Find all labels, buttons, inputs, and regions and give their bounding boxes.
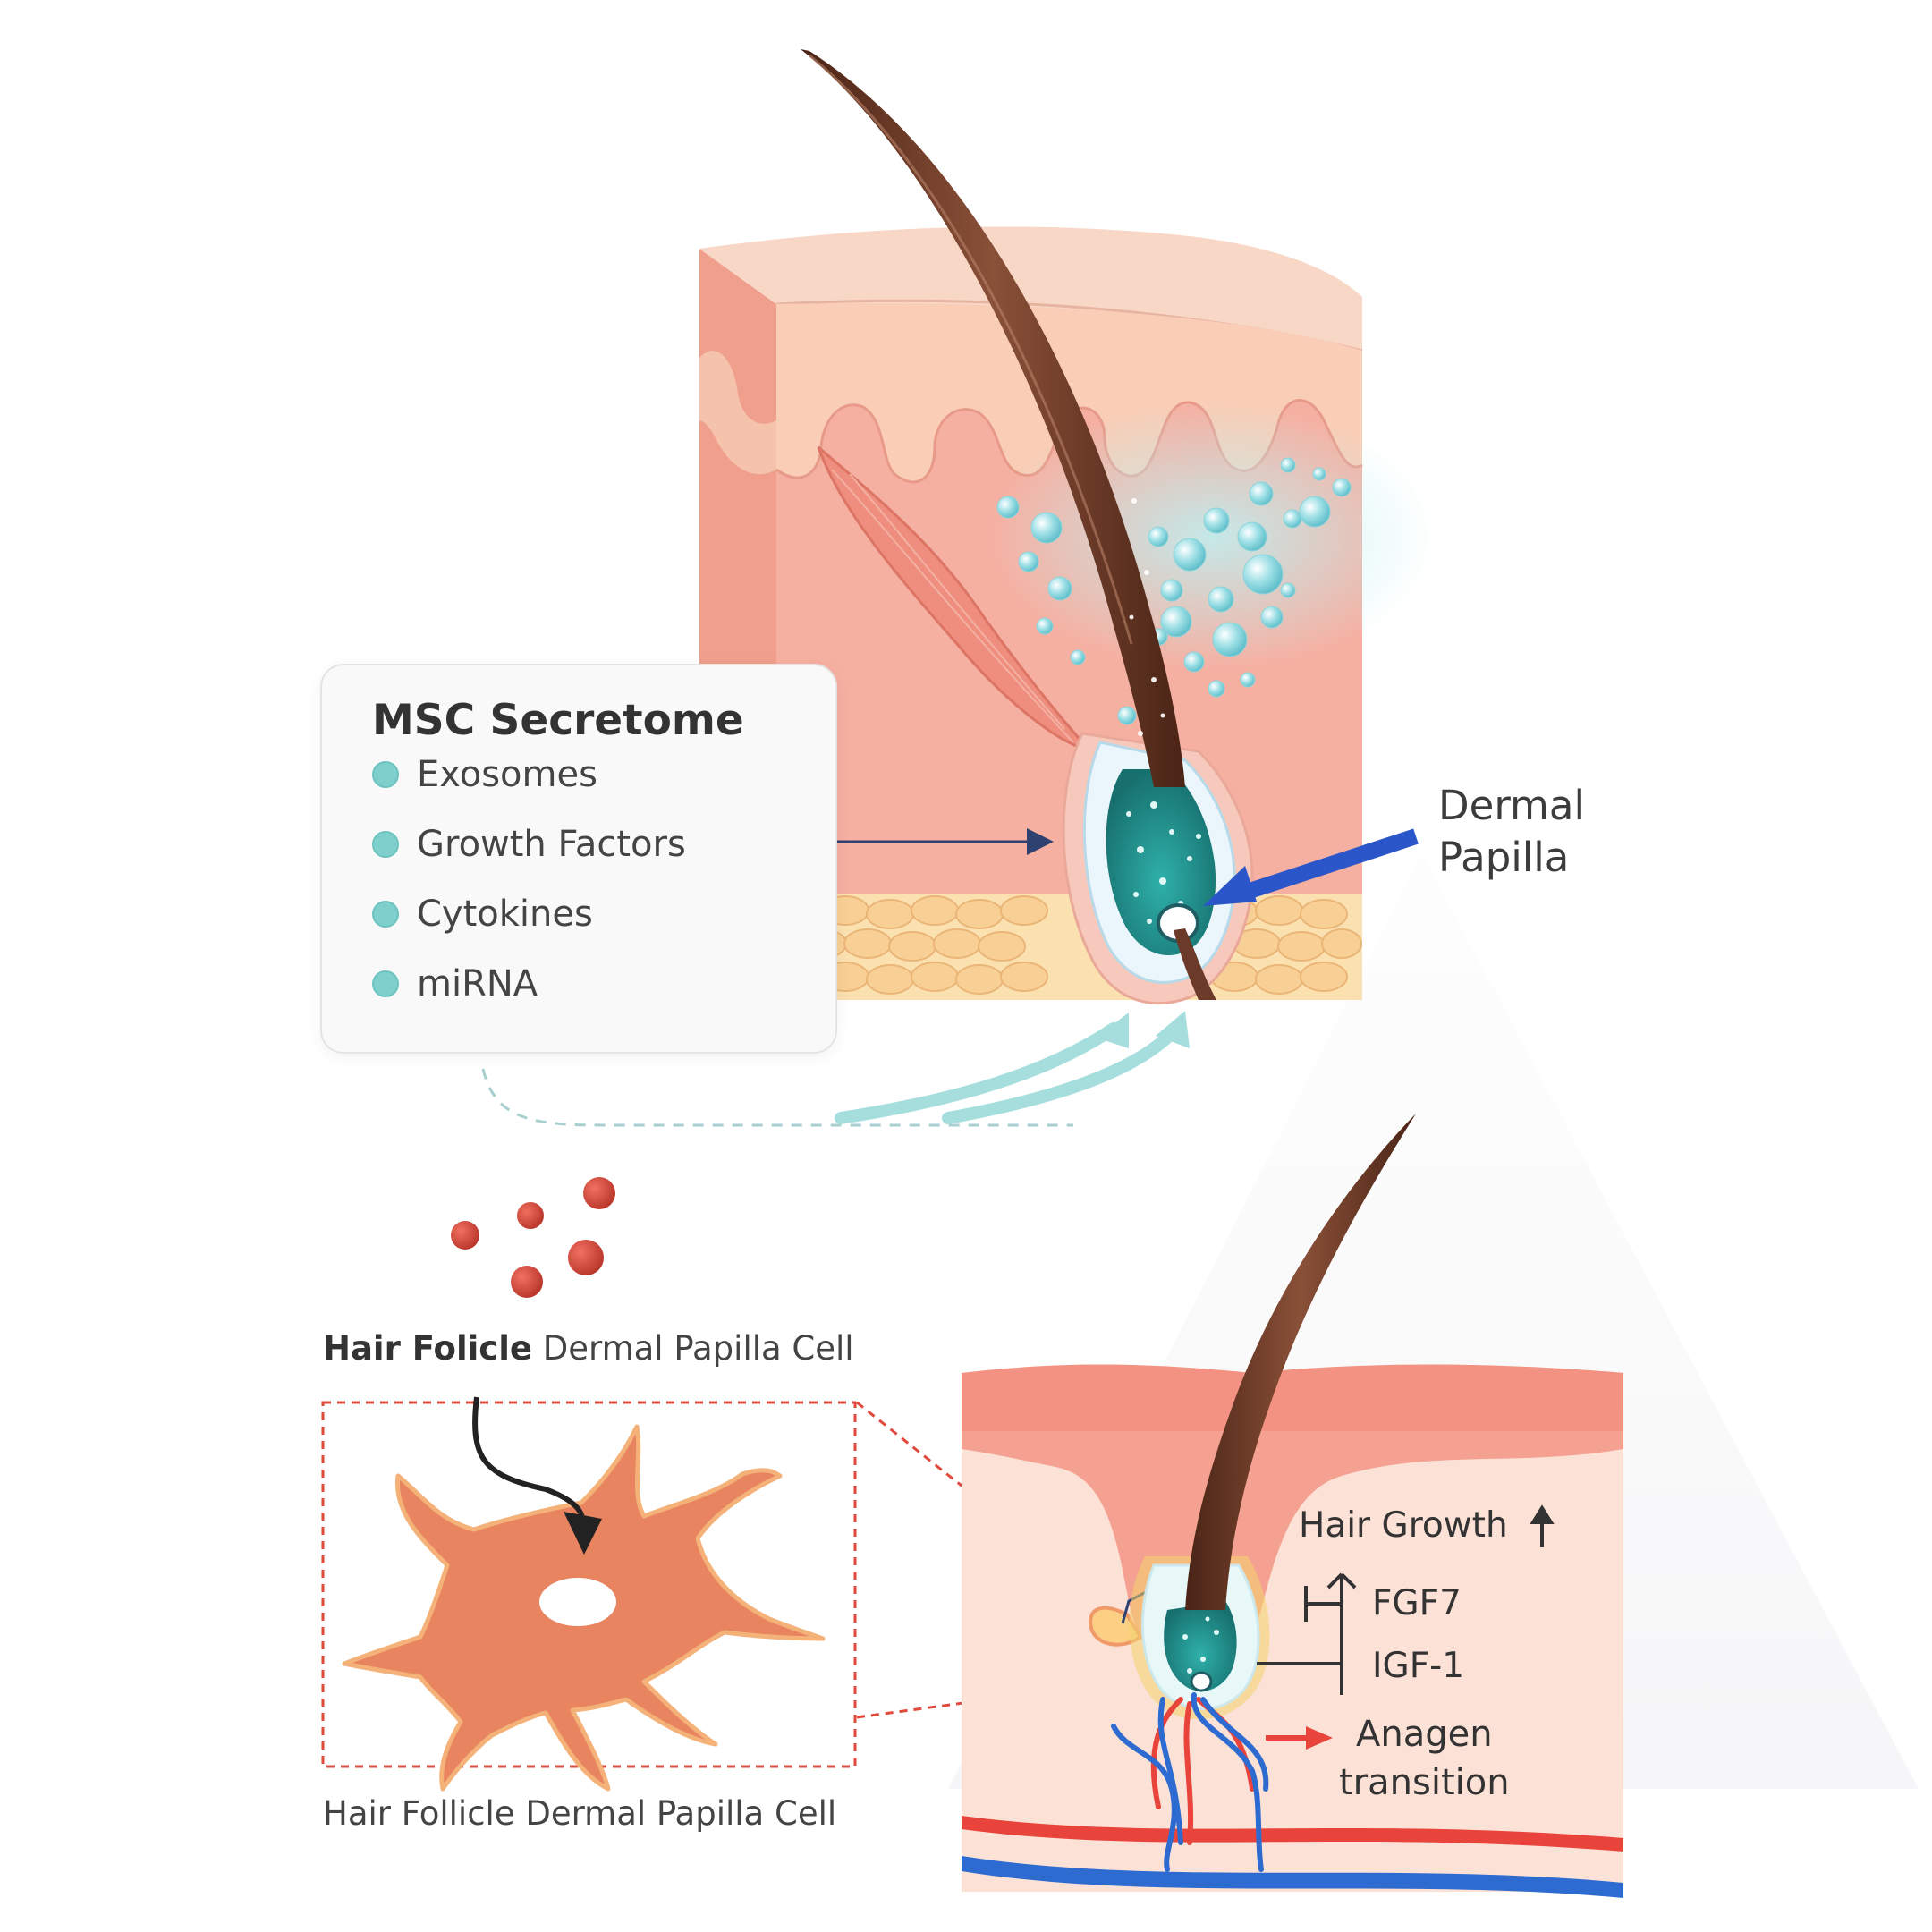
bullet-icon [372,970,399,997]
list-item-label: Exosomes [417,754,597,795]
dermal-papilla-label: Dermal Papilla [1438,780,1585,884]
red-particles [451,1177,615,1298]
teal-flow-arrows [835,1022,1182,1124]
hair-shaft [801,49,1185,787]
msc-secretome-card: MSC Secretome Exosomes Growth Factors Cy… [320,664,837,1054]
list-item-growth-factors: Growth Factors [372,818,686,871]
dermal-papilla-cell [342,1424,826,1792]
bullet-icon [372,831,399,858]
igf1-label: IGF-1 [1372,1646,1465,1686]
list-item-exosomes: Exosomes [372,748,597,801]
anagen-line1: Anagen [1356,1714,1493,1755]
follicle-sheath [1062,732,1254,1004]
dermal-papilla-line1: Dermal [1438,782,1585,829]
list-item-label: Growth Factors [417,824,686,865]
fgf7-label: FGF7 [1372,1583,1462,1623]
anagen-line2: transition [1339,1762,1510,1803]
cell-caption: Hair Follicle Dermal Papilla Cell [323,1794,837,1833]
list-item-label: miRNA [417,963,538,1004]
cell-heading-rest: Dermal Papilla Cell [532,1329,854,1368]
dashed-connector [481,1068,1073,1127]
msc-secretome-title: MSC Secretome [372,696,744,745]
bullet-icon [372,901,399,928]
cell-heading-bold: Hair Folicle [323,1329,533,1368]
list-item-cytokines: Cytokines [372,887,593,941]
list-item-label: Cytokines [417,894,593,935]
cell-nucleus [539,1578,616,1626]
list-item-mirna: miRNA [372,957,538,1011]
fat-layer [776,894,1362,1000]
anagen-arrow [1266,1726,1333,1750]
exosome-bubbles [996,457,1352,754]
hair-growth-label: Hair Growth [1299,1505,1508,1546]
dermal-papilla-arrow [1203,828,1419,906]
bullet-icon [372,761,399,788]
zoomed-skin-panel [962,1114,1623,1898]
hair-growth-up-arrow [1530,1504,1555,1547]
dermal-papilla-line2: Papilla [1438,834,1570,881]
anagen-transition-label: Anagen transition [1339,1710,1510,1807]
cell-heading: Hair Folicle Dermal Papilla Cell [323,1329,854,1368]
